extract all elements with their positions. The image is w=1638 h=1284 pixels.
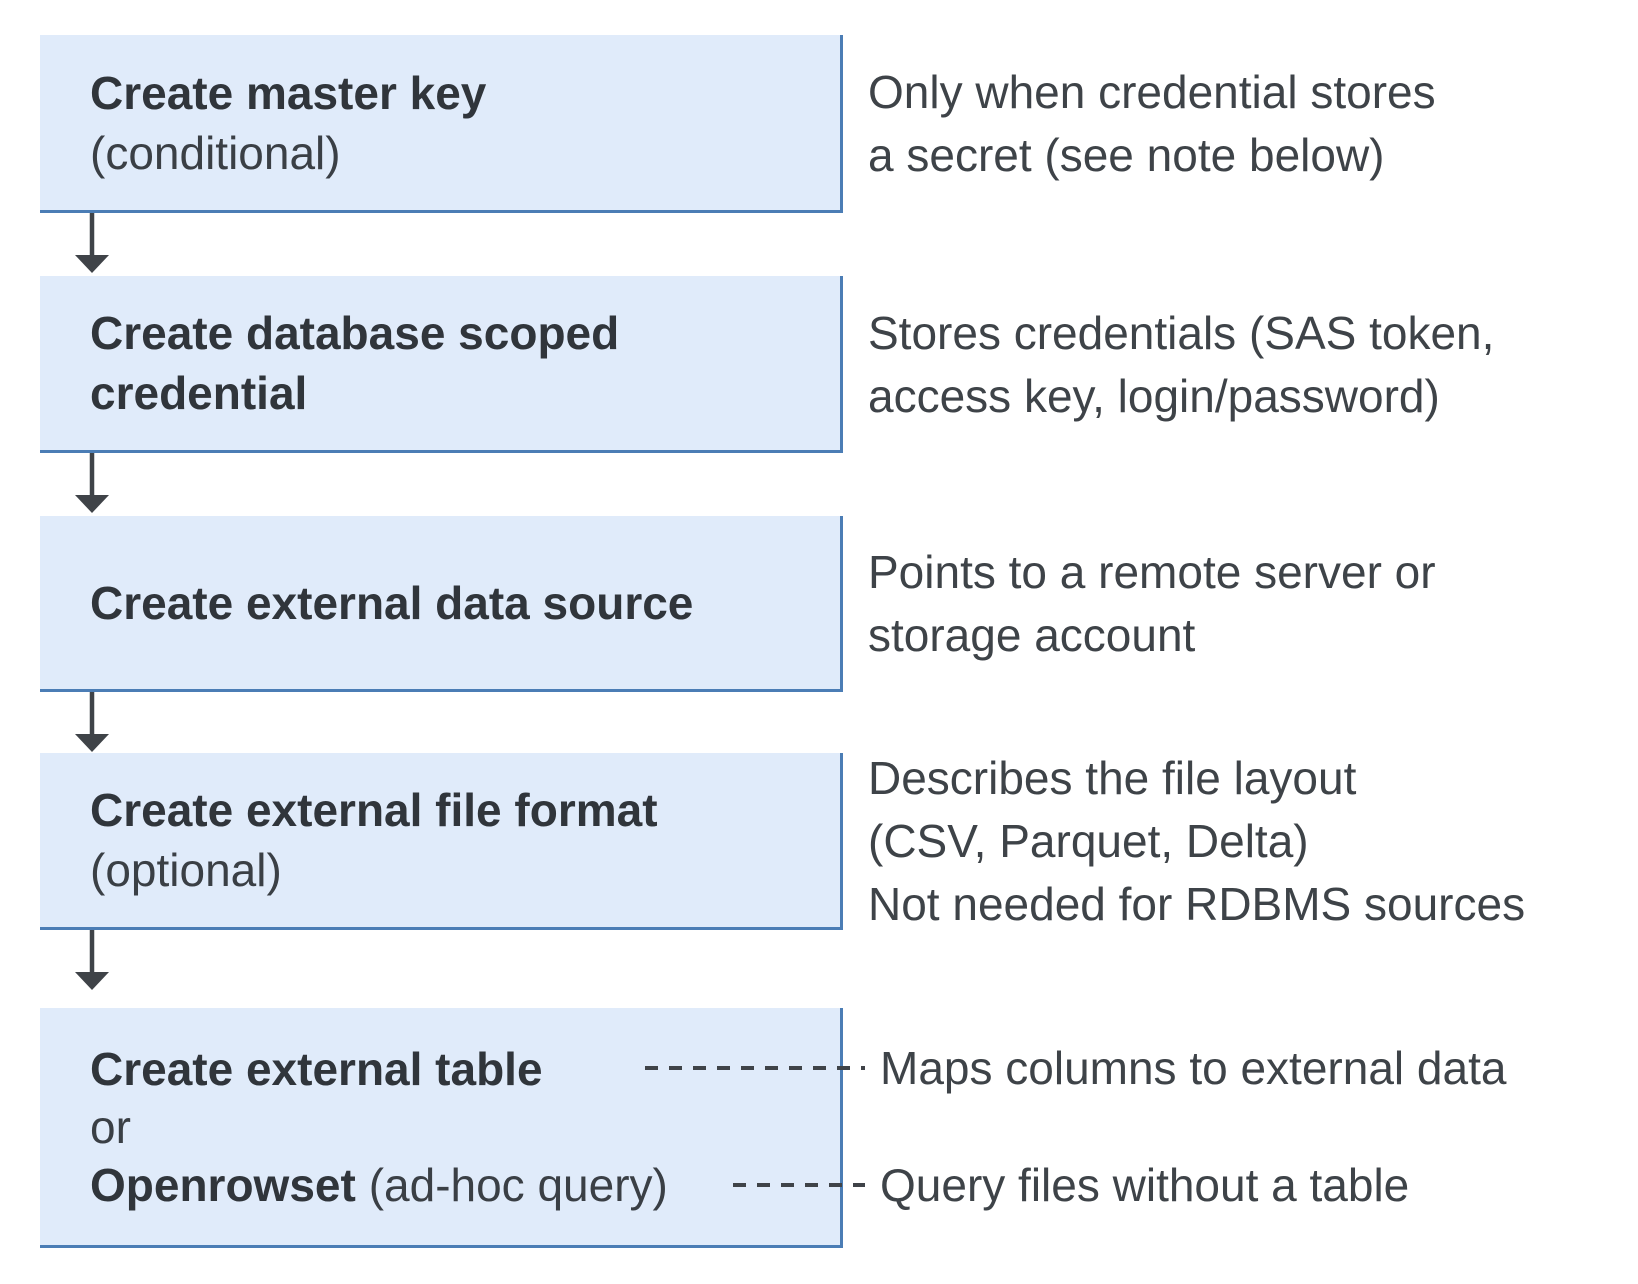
annotation-line: a secret (see note below) <box>868 129 1385 181</box>
annotation-line: Points to a remote server or <box>868 546 1436 598</box>
box-subtitle: (conditional) <box>90 126 341 179</box>
box-title: Create external data source <box>90 576 694 629</box>
down-arrow-icon <box>74 213 110 273</box>
box-title: Create external table <box>90 1042 543 1095</box>
annotation-file-format: Describes the file layout (CSV, Parquet,… <box>868 745 1525 938</box>
annotation-openrowset: Query files without a table <box>880 1154 1409 1216</box>
annotation-line: access key, login/password) <box>868 369 1440 422</box>
annotation-line: storage account <box>868 609 1196 661</box>
annotation-master-key: Only when credential stores a secret (se… <box>868 35 1436 213</box>
annotation-line: Maps columns to external data <box>880 1041 1507 1094</box>
annotation-line: Query files without a table <box>880 1158 1410 1211</box>
box-alt-title: Openrowset <box>90 1158 356 1211</box>
box-title: Create database scoped <box>90 307 620 359</box>
annotation-line: Only when credential stores <box>868 66 1436 118</box>
dashed-connector <box>645 1066 865 1070</box>
down-arrow-icon <box>74 930 110 990</box>
flow-box-create-external-file-format: Create external file format (optional) <box>40 753 843 930</box>
flow-box-create-external-data-source: Create external data source <box>40 516 843 692</box>
flow-box-create-master-key: Create master key (conditional) <box>40 35 843 213</box>
dashed-connector <box>733 1183 865 1187</box>
annotation-external-table: Maps columns to external data <box>880 1037 1506 1099</box>
annotation-line: Stores credentials (SAS token, <box>868 306 1495 359</box>
flow-box-create-database-scoped-credential: Create database scoped credential <box>40 276 843 453</box>
box-alt-line: Openrowset(ad-hoc query) <box>90 1156 840 1214</box>
box-conjunction: or <box>90 1100 131 1153</box>
annotation-scoped-credential: Stores credentials (SAS token, access ke… <box>868 276 1494 453</box>
flow-box-create-external-table-or-openrowset: Create external table or Openrowset(ad-h… <box>40 1008 843 1248</box>
annotation-line: (CSV, Parquet, Delta) <box>868 815 1309 867</box>
down-arrow-icon <box>74 453 110 513</box>
annotation-line: Not needed for RDBMS sources <box>868 878 1526 930</box>
box-title: credential <box>90 367 308 419</box>
annotation-data-source: Points to a remote server or storage acc… <box>868 516 1436 692</box>
box-subtitle: (optional) <box>90 844 282 896</box>
box-alt-suffix: (ad-hoc query) <box>368 1158 668 1211</box>
down-arrow-icon <box>74 692 110 752</box>
box-title: Create master key <box>90 66 487 119</box>
annotation-line: Describes the file layout <box>868 752 1357 804</box>
box-title: Create external file format <box>90 784 658 836</box>
